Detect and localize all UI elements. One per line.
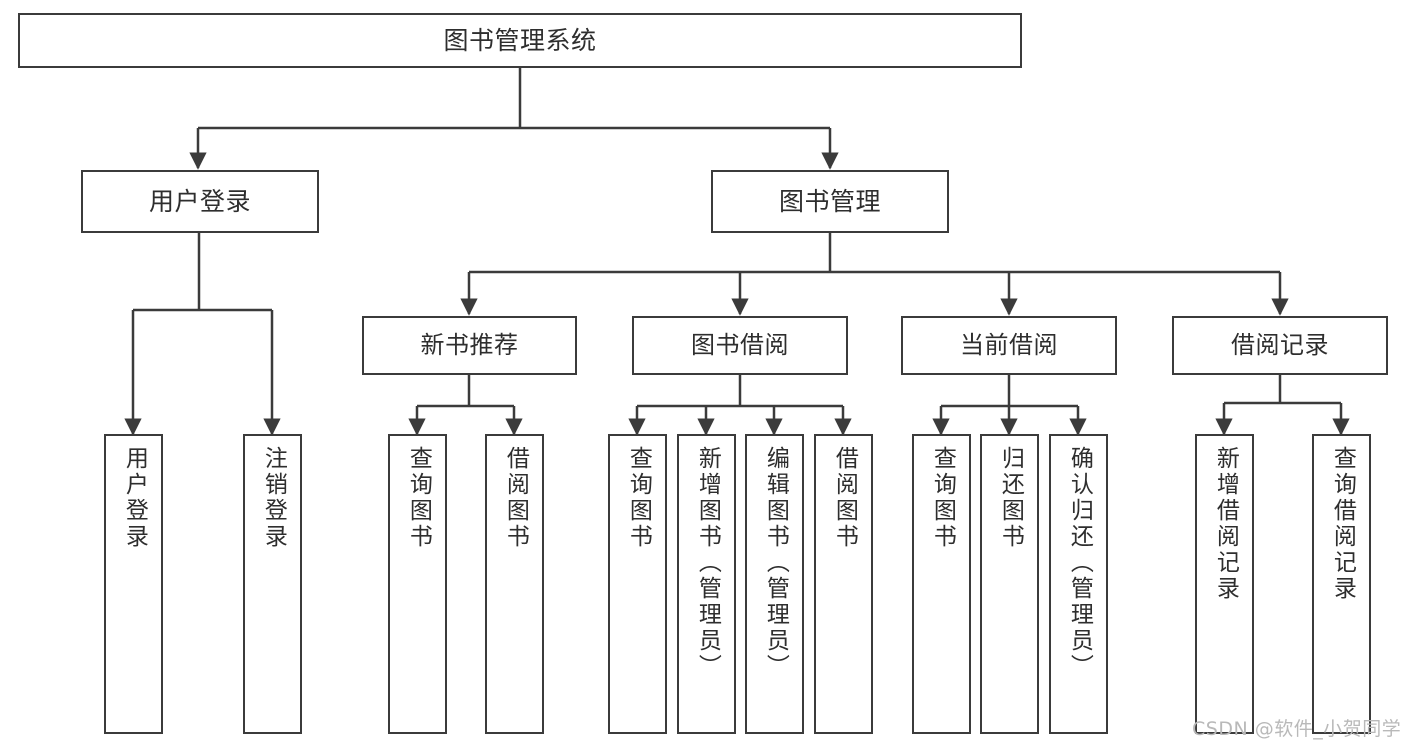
node-user-login[interactable]: 用户登录 (81, 170, 319, 233)
node-leaf-user-login-label: 用户登录 (121, 446, 148, 550)
node-leaf-add-record-label: 新增借阅记录 (1212, 446, 1239, 602)
node-leaf-borrow-book-2[interactable]: 借阅图书 (814, 434, 873, 734)
node-current-borrow[interactable]: 当前借阅 (901, 316, 1117, 375)
node-user-login-label: 用户登录 (148, 186, 251, 216)
node-leaf-borrow-book-2-label: 借阅图书 (831, 446, 858, 550)
node-new-book-recommend[interactable]: 新书推荐 (362, 316, 577, 375)
node-book-borrow[interactable]: 图书借阅 (632, 316, 848, 375)
node-leaf-edit-book[interactable]: 编辑图书（管理员） (745, 434, 804, 734)
node-book-management[interactable]: 图书管理 (711, 170, 949, 233)
node-leaf-add-book[interactable]: 新增图书（管理员） (677, 434, 736, 734)
node-leaf-query-book-1-label: 查询图书 (405, 446, 432, 550)
node-leaf-logout-login[interactable]: 注销登录 (243, 434, 302, 734)
node-leaf-query-record[interactable]: 查询借阅记录 (1312, 434, 1371, 734)
node-book-management-label: 图书管理 (778, 186, 881, 216)
node-leaf-user-login[interactable]: 用户登录 (104, 434, 163, 734)
node-book-borrow-label: 图书借阅 (691, 331, 789, 360)
node-leaf-query-book-1[interactable]: 查询图书 (388, 434, 447, 734)
node-leaf-return-book-label: 归还图书 (997, 446, 1024, 550)
node-leaf-add-book-label: 新增图书（管理员） (694, 446, 721, 680)
node-leaf-query-book-3-label: 查询图书 (929, 446, 956, 550)
node-leaf-return-book[interactable]: 归还图书 (980, 434, 1039, 734)
node-new-book-recommend-label: 新书推荐 (420, 331, 519, 360)
node-root-label: 图书管理系统 (443, 25, 597, 55)
node-leaf-confirm-return-label: 确认归还（管理员） (1066, 446, 1093, 680)
node-leaf-logout-login-label: 注销登录 (260, 446, 287, 550)
node-leaf-query-book-2-label: 查询图书 (625, 446, 652, 550)
node-borrow-record-label: 借阅记录 (1231, 331, 1329, 360)
node-root[interactable]: 图书管理系统 (18, 13, 1022, 68)
node-leaf-query-record-label: 查询借阅记录 (1329, 446, 1356, 602)
node-borrow-record[interactable]: 借阅记录 (1172, 316, 1388, 375)
node-leaf-add-record[interactable]: 新增借阅记录 (1195, 434, 1254, 734)
node-leaf-confirm-return[interactable]: 确认归还（管理员） (1049, 434, 1108, 734)
node-leaf-query-book-2[interactable]: 查询图书 (608, 434, 667, 734)
node-leaf-borrow-book-1[interactable]: 借阅图书 (485, 434, 544, 734)
node-leaf-borrow-book-1-label: 借阅图书 (502, 446, 529, 550)
node-current-borrow-label: 当前借阅 (960, 331, 1058, 360)
csdn-watermark: CSDN @软件_小贺同学 (1192, 718, 1402, 740)
node-leaf-edit-book-label: 编辑图书（管理员） (762, 446, 789, 680)
node-leaf-query-book-3[interactable]: 查询图书 (912, 434, 971, 734)
